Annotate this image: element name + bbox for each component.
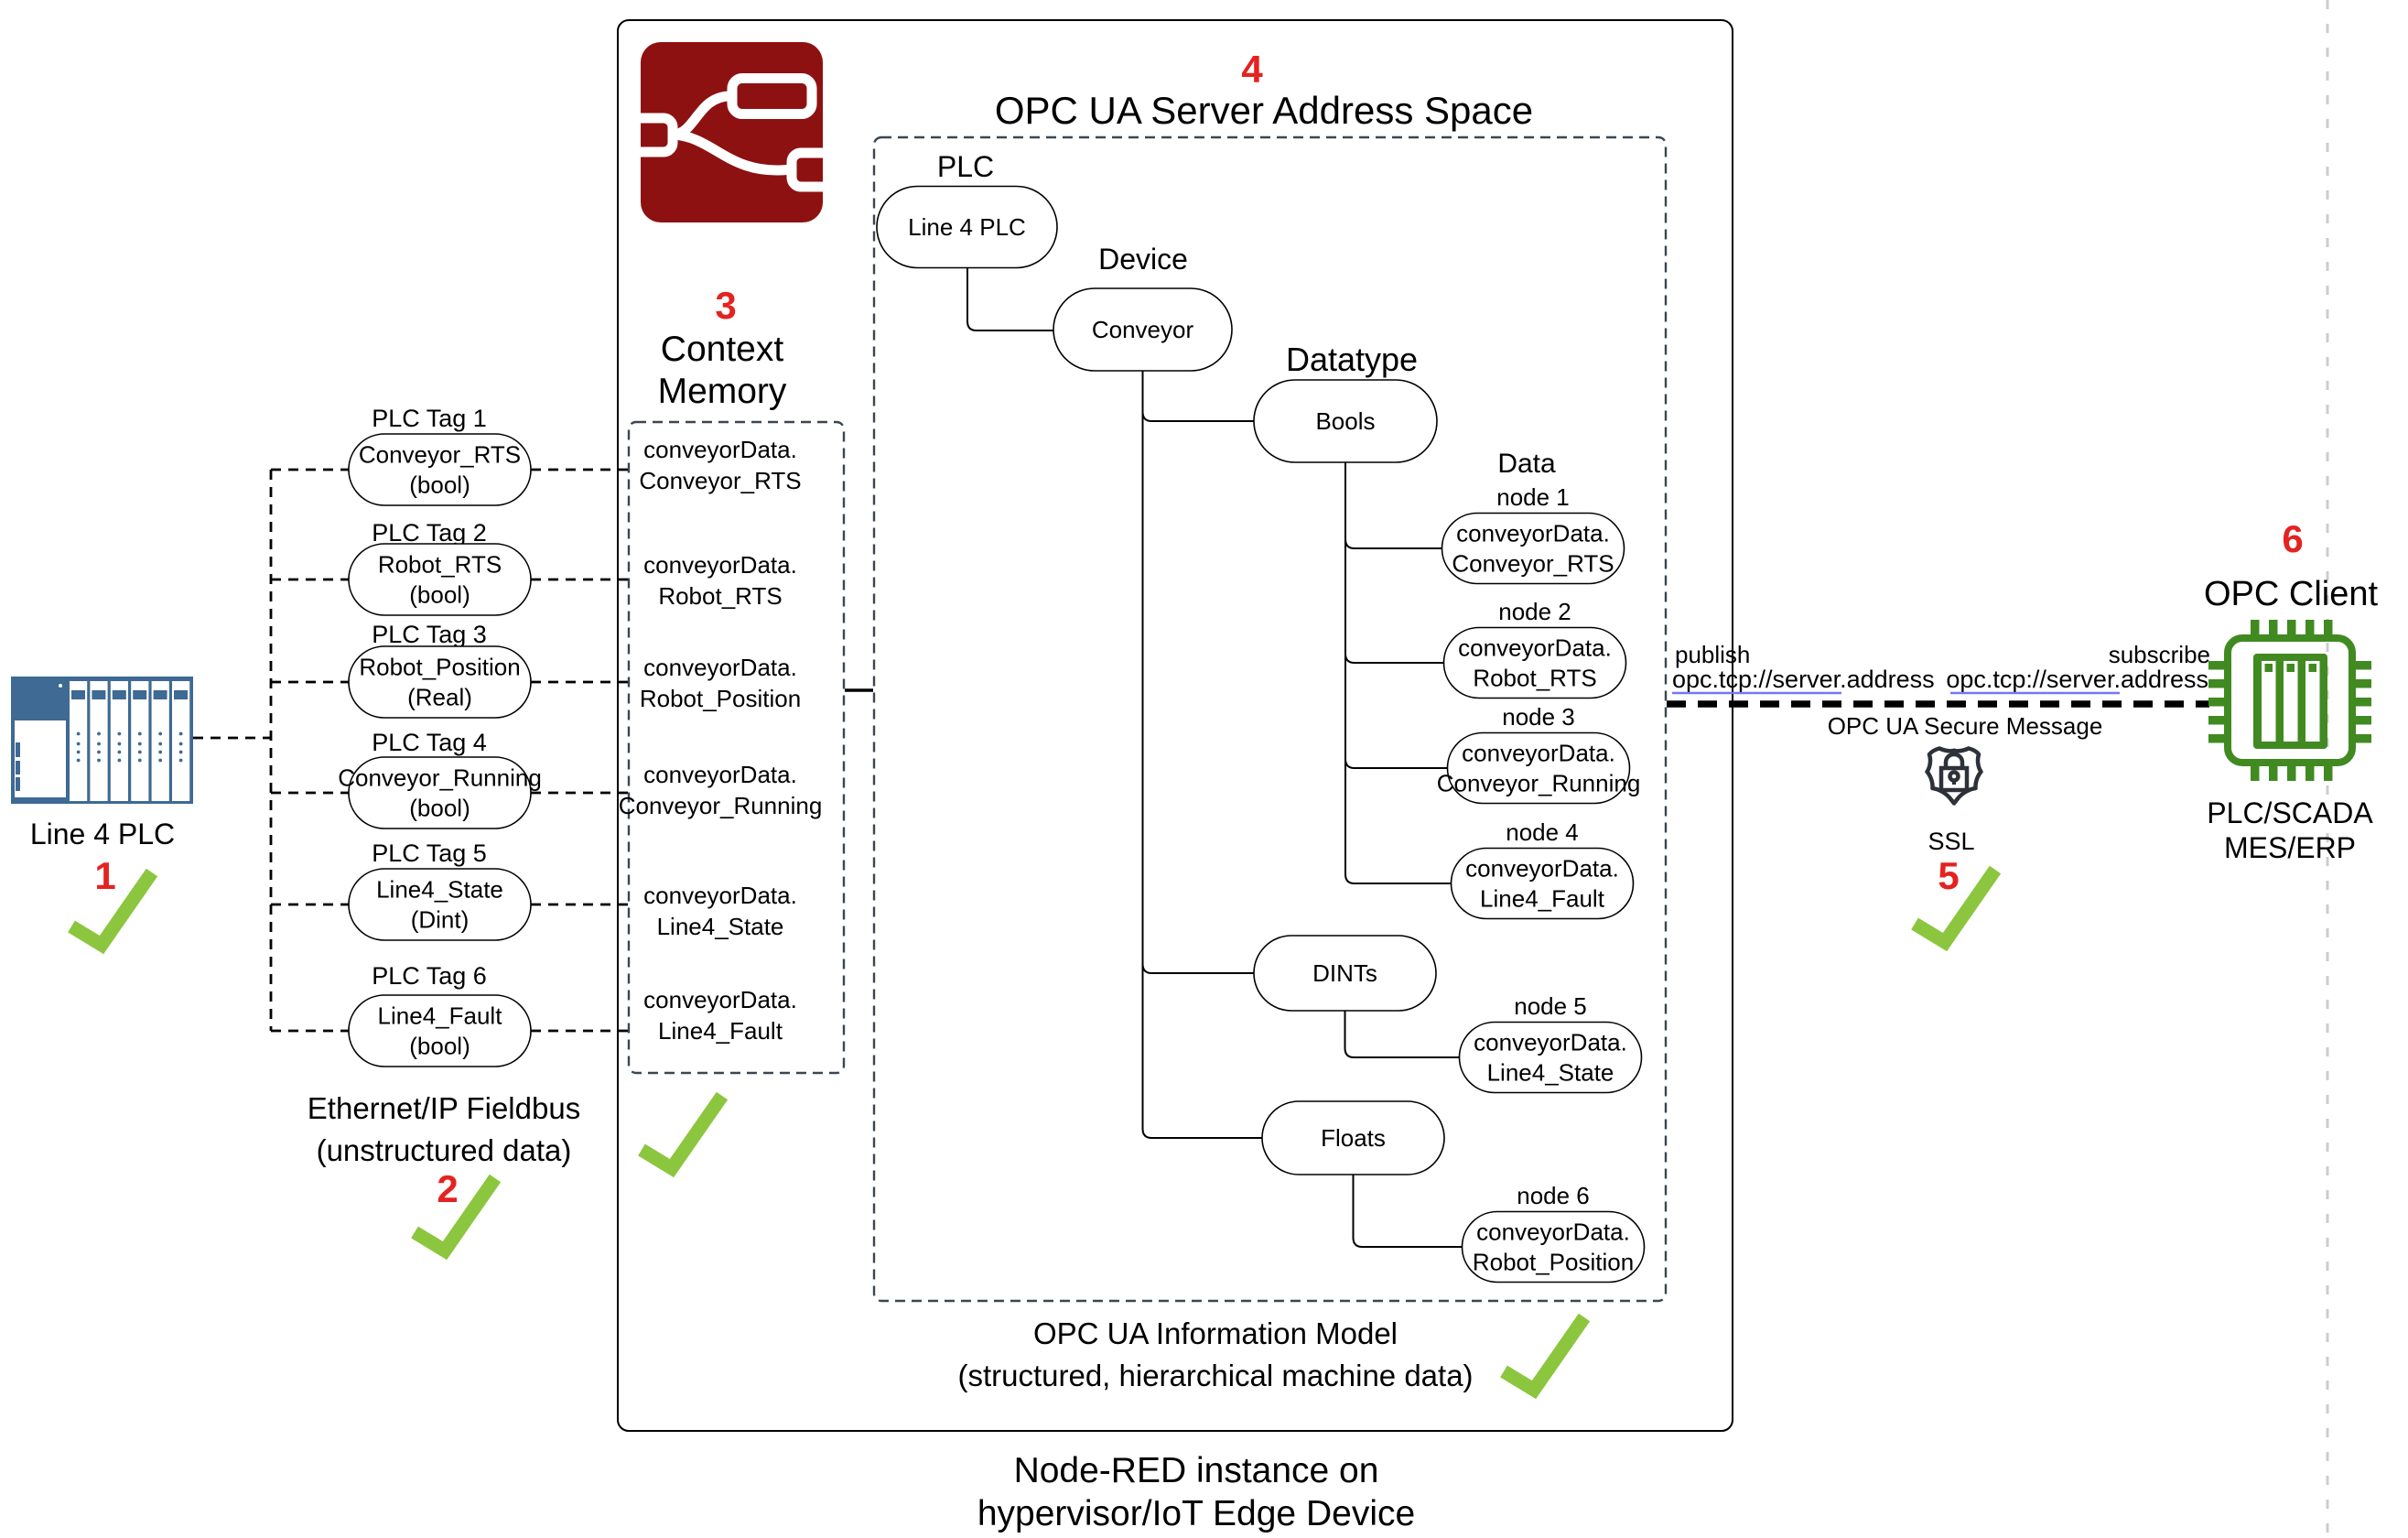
svg-text:conveyorData.: conveyorData. (1465, 855, 1619, 883)
svg-text:opc.tcp://server.address: opc.tcp://server.address (1672, 666, 1935, 693)
svg-text:5: 5 (1938, 854, 1959, 897)
svg-text:PLC Tag 4: PLC Tag 4 (372, 729, 487, 756)
svg-text:Conveyor_RTS: Conveyor_RTS (639, 467, 801, 494)
svg-text:PLC/SCADA: PLC/SCADA (2207, 796, 2373, 829)
svg-text:Robot_RTS: Robot_RTS (378, 551, 502, 579)
svg-text:SSL: SSL (1927, 828, 1974, 855)
svg-text:PLC: PLC (937, 150, 994, 183)
svg-text:conveyorData.: conveyorData. (1476, 1218, 1630, 1246)
svg-text:conveyorData.: conveyorData. (1462, 740, 1615, 767)
svg-text:Line4_Fault: Line4_Fault (1480, 885, 1605, 913)
svg-text:Floats: Floats (1321, 1124, 1386, 1152)
svg-text:Line4_State: Line4_State (376, 876, 503, 904)
svg-text:(Real): (Real) (407, 684, 472, 711)
svg-text:Conveyor_RTS: Conveyor_RTS (359, 441, 521, 469)
svg-text:node 1: node 1 (1496, 483, 1570, 511)
svg-text:Line 4 PLC: Line 4 PLC (908, 213, 1026, 241)
svg-text:node 2: node 2 (1498, 598, 1571, 625)
svg-text:conveyorData.: conveyorData. (643, 882, 797, 909)
svg-text:Datatype: Datatype (1286, 341, 1418, 378)
svg-text:(unstructured data): (unstructured data) (317, 1133, 572, 1167)
svg-text:Conveyor_RTS: Conveyor_RTS (1452, 550, 1614, 578)
svg-text:(bool): (bool) (409, 581, 470, 609)
svg-text:3: 3 (715, 284, 736, 327)
svg-text:OPC Client: OPC Client (2204, 575, 2378, 613)
svg-text:subscribe: subscribe (2109, 641, 2210, 668)
svg-text:Ethernet/IP Fieldbus: Ethernet/IP Fieldbus (308, 1091, 580, 1125)
svg-text:Memory: Memory (658, 372, 787, 411)
svg-text:node 4: node 4 (1506, 818, 1579, 846)
svg-text:Node-RED instance on: Node-RED instance on (1014, 1451, 1379, 1490)
svg-text:Conveyor: Conveyor (1092, 316, 1194, 343)
svg-text:conveyorData.: conveyorData. (1456, 520, 1610, 547)
svg-text:OPC UA Secure Message: OPC UA Secure Message (1828, 712, 2103, 740)
svg-text:Conveyor_Running: Conveyor_Running (1437, 770, 1641, 797)
svg-text:node 5: node 5 (1514, 992, 1587, 1020)
svg-text:conveyorData.: conveyorData. (643, 761, 797, 788)
svg-text:opc.tcp://server.address: opc.tcp://server.address (1946, 666, 2208, 693)
svg-text:Robot_Position: Robot_Position (1473, 1249, 1634, 1276)
svg-text:OPC UA Information Model: OPC UA Information Model (1033, 1316, 1398, 1350)
svg-text:2: 2 (437, 1167, 458, 1210)
svg-text:(bool): (bool) (409, 1033, 470, 1060)
svg-text:4: 4 (1241, 48, 1263, 91)
svg-text:OPC UA Server Address Space: OPC UA Server Address Space (995, 89, 1533, 132)
svg-text:Device: Device (1098, 243, 1188, 276)
svg-text:(bool): (bool) (409, 795, 470, 822)
svg-text:DINTs: DINTs (1312, 959, 1377, 987)
svg-text:conveyorData.: conveyorData. (1474, 1029, 1627, 1056)
svg-text:1: 1 (94, 854, 115, 897)
svg-text:Robot_Position: Robot_Position (359, 654, 520, 681)
svg-text:Data: Data (1497, 449, 1556, 479)
svg-text:publish: publish (1675, 641, 1750, 668)
svg-text:conveyorData.: conveyorData. (1458, 634, 1612, 662)
svg-text:6: 6 (2282, 517, 2303, 560)
svg-text:Conveyor_Running: Conveyor_Running (338, 764, 542, 792)
svg-text:conveyorData.: conveyorData. (643, 551, 797, 579)
svg-text:node 6: node 6 (1517, 1182, 1590, 1209)
svg-text:Robot_RTS: Robot_RTS (1473, 665, 1596, 692)
svg-text:PLC Tag 1: PLC Tag 1 (372, 405, 487, 432)
svg-text:(structured, hierarchical mach: (structured, hierarchical machine data) (957, 1359, 1473, 1392)
svg-text:Line4_State: Line4_State (1487, 1059, 1614, 1087)
svg-text:(bool): (bool) (409, 471, 470, 499)
svg-text:(Dint): (Dint) (411, 906, 470, 934)
svg-text:Line4_Fault: Line4_Fault (658, 1017, 783, 1045)
svg-text:MES/ERP: MES/ERP (2224, 831, 2356, 864)
svg-text:PLC Tag 2: PLC Tag 2 (372, 519, 487, 547)
svg-text:PLC Tag 3: PLC Tag 3 (372, 621, 487, 648)
svg-text:PLC Tag 6: PLC Tag 6 (372, 962, 487, 990)
svg-text:node 3: node 3 (1502, 703, 1575, 731)
svg-text:conveyorData.: conveyorData. (643, 654, 797, 681)
svg-text:Bools: Bools (1315, 407, 1375, 435)
svg-text:conveyorData.: conveyorData. (643, 436, 797, 463)
svg-text:PLC Tag 5: PLC Tag 5 (372, 839, 487, 867)
svg-text:Line 4 PLC: Line 4 PLC (30, 818, 175, 850)
svg-text:Robot_RTS: Robot_RTS (658, 582, 782, 610)
svg-text:hypervisor/IoT Edge Device: hypervisor/IoT Edge Device (977, 1494, 1415, 1533)
svg-text:Line4_Fault: Line4_Fault (378, 1002, 503, 1030)
svg-text:Line4_State: Line4_State (657, 913, 784, 940)
svg-text:Context: Context (661, 330, 784, 369)
svg-text:Conveyor_Running: Conveyor_Running (619, 792, 823, 819)
svg-text:conveyorData.: conveyorData. (643, 986, 797, 1013)
svg-text:Robot_Position: Robot_Position (640, 685, 801, 712)
